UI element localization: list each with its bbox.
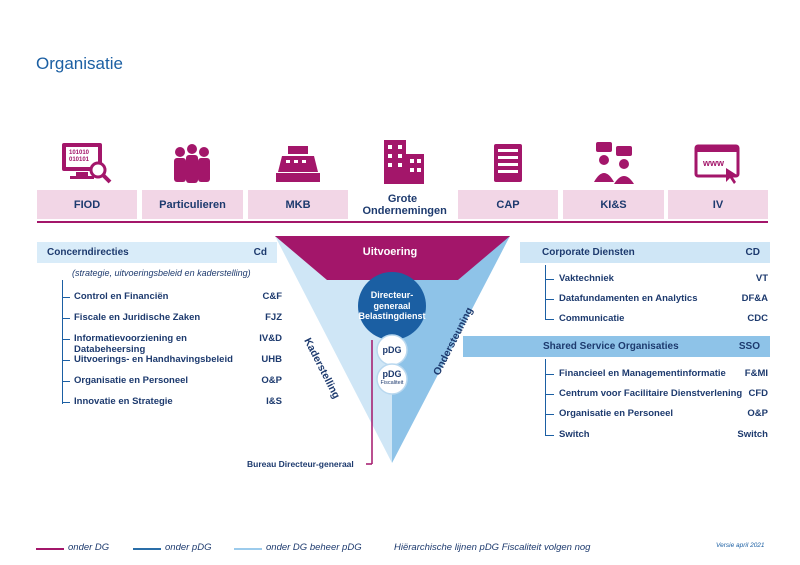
tree-tick bbox=[62, 339, 70, 340]
computer-binary-magnifier-icon: 101010 010101 bbox=[62, 143, 112, 184]
tree-tick bbox=[545, 414, 554, 415]
page-title: Organisatie bbox=[36, 54, 123, 73]
segment-particulieren: Particulieren bbox=[142, 190, 243, 219]
cash-register-icon bbox=[276, 146, 320, 182]
list-item: Centrum voor Facilitaire Dienstverlening… bbox=[559, 388, 768, 399]
legend-label: onder DG bbox=[68, 542, 110, 553]
concerndirecties-header: Concerndirecties Cd bbox=[37, 242, 277, 263]
version-label: Versie april 2021 bbox=[716, 542, 765, 549]
tree-tick bbox=[545, 394, 554, 395]
tree-tick bbox=[62, 402, 70, 403]
corporate-diensten-header: Corporate Diensten CD bbox=[520, 242, 770, 263]
segment-fiod: FIOD bbox=[37, 190, 137, 219]
left-tree-line bbox=[62, 280, 63, 404]
svg-text:www: www bbox=[702, 158, 725, 168]
tree-tick bbox=[545, 319, 554, 320]
tree-tick bbox=[545, 435, 554, 436]
legend-swatch-onder-pdg bbox=[133, 548, 161, 550]
right1-tree-line bbox=[545, 265, 546, 319]
legend-swatch-onder-dg-beheer-pdg bbox=[234, 548, 262, 550]
tree-tick bbox=[545, 299, 554, 300]
tree-tick bbox=[62, 318, 70, 319]
legend-swatch-onder-dg bbox=[36, 548, 64, 550]
tree-tick bbox=[62, 381, 70, 382]
segment-cap: CAP bbox=[458, 190, 558, 219]
server-rack-icon bbox=[494, 144, 522, 182]
uitvoering-label: Uitvoering bbox=[362, 246, 418, 258]
bureau-dg-label: Bureau Directeur-generaal bbox=[247, 459, 354, 469]
legend-note: Hiërarchische lijnen pDG Fiscaliteit vol… bbox=[394, 542, 591, 553]
pdg-fiscaliteit-circle: pDG Fiscaliteit bbox=[380, 369, 404, 387]
svg-text:010101: 010101 bbox=[69, 157, 90, 163]
tree-tick bbox=[62, 297, 70, 298]
office-buildings-icon bbox=[384, 140, 424, 184]
svg-text:101010: 101010 bbox=[69, 150, 90, 156]
tree-tick bbox=[545, 374, 554, 375]
right2-tree-line bbox=[545, 359, 546, 436]
center-triangle bbox=[275, 236, 510, 465]
people-group-icon bbox=[174, 144, 210, 183]
segment-iv: IV bbox=[668, 190, 768, 219]
legend-label: onder DG beheer pDG bbox=[266, 542, 362, 553]
segment-grote-ondernemingen: Grote Ondernemingen bbox=[352, 190, 453, 219]
shared-service-header: Shared Service Organisaties SSO bbox=[463, 336, 770, 357]
segment-mkb: MKB bbox=[248, 190, 348, 219]
pdg-circle: pDG bbox=[382, 345, 402, 355]
segment-kis: KI&S bbox=[563, 190, 664, 219]
legend-label: onder pDG bbox=[165, 542, 212, 553]
tree-tick bbox=[62, 360, 70, 361]
people-chat-icon bbox=[594, 142, 634, 184]
tree-tick bbox=[545, 279, 554, 280]
concerndirecties-subtitle: (strategie, uitvoeringsbeleid en kaderst… bbox=[72, 268, 251, 278]
segment-baseline bbox=[37, 221, 768, 223]
dg-belastingdienst-circle: Directeur- generaal Belastingdienst bbox=[358, 290, 426, 321]
www-browser-icon: www bbox=[694, 144, 740, 184]
